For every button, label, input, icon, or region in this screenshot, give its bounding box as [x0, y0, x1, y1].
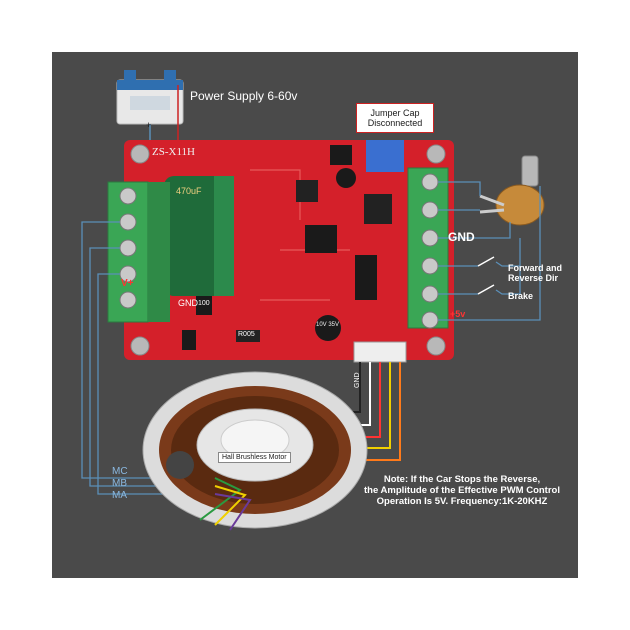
note-text: Note: If the Car Stops the Reverse, the …: [364, 474, 560, 507]
capacitor-small: [336, 168, 356, 188]
ma-label: MA: [112, 490, 127, 501]
mb-label: MB: [112, 478, 127, 489]
jumper-cap-callout: Jumper Cap Disconnected: [356, 103, 434, 133]
note-line1: Note: If the Car Stops the Reverse,: [383, 474, 541, 485]
switch-icon: [477, 256, 495, 267]
shunt-resistor: [236, 330, 260, 342]
forward-reverse-label: Forward and Reverse Dir: [508, 263, 562, 283]
plus5v-label: +5v: [450, 309, 466, 319]
ic-chip: [355, 255, 377, 300]
cap-small-label: 10V 35V: [316, 322, 340, 328]
phase-wires: [81, 221, 215, 495]
mounting-hole: [130, 144, 150, 164]
trim-pot: [366, 140, 404, 172]
forward-reverse-line2: Reverse Dir: [508, 273, 559, 283]
mosfet: [364, 194, 392, 224]
power-supply-label: Power Supply 6-60v: [190, 89, 298, 103]
capacitor-value: 470uF: [176, 186, 202, 196]
diode-code: R005: [238, 331, 255, 338]
mounting-hole: [130, 336, 150, 356]
ic-chip: [305, 225, 337, 253]
resistor: [196, 295, 212, 315]
note-line2: the Amplitude of the Effective PWM Contr…: [364, 485, 560, 496]
battery-icon: [116, 70, 184, 125]
mc-label: MC: [112, 466, 128, 477]
ic-chip: [330, 145, 352, 165]
note-line3: Operation Is 5V. Frequency:1K-20KHZ: [376, 496, 548, 507]
potentiometer-icon: [479, 155, 545, 226]
capacitor-10v: [315, 315, 341, 341]
control-wires: [438, 181, 541, 321]
switch-icon: [477, 284, 495, 295]
forward-reverse-line1: Forward and: [508, 263, 563, 273]
v-plus-label: V+: [121, 278, 134, 289]
brushless-motor: [142, 371, 368, 529]
battery-plus: +: [146, 120, 152, 130]
gnd-board-label: GND: [178, 298, 198, 308]
motor-terminal-block: [107, 181, 170, 323]
mounting-hole: [426, 336, 446, 356]
diode: [182, 330, 196, 350]
control-terminal-block: [407, 167, 449, 329]
inductor: [296, 180, 318, 202]
hall-header: [353, 341, 407, 363]
motor-label: Hall Brushless Motor: [218, 452, 291, 463]
gnd-label: GND: [448, 230, 475, 244]
gnd-small-label: GND: [354, 372, 361, 388]
board-model-label: ZS-X11H: [152, 146, 195, 158]
mounting-hole: [426, 144, 446, 164]
jumper-cap-line1: Jumper Cap: [370, 108, 420, 118]
resistor-code: 100: [198, 300, 210, 307]
jumper-cap-line2: Disconnected: [367, 118, 423, 128]
brake-label: Brake: [508, 291, 534, 301]
pcb-board: [124, 140, 454, 363]
